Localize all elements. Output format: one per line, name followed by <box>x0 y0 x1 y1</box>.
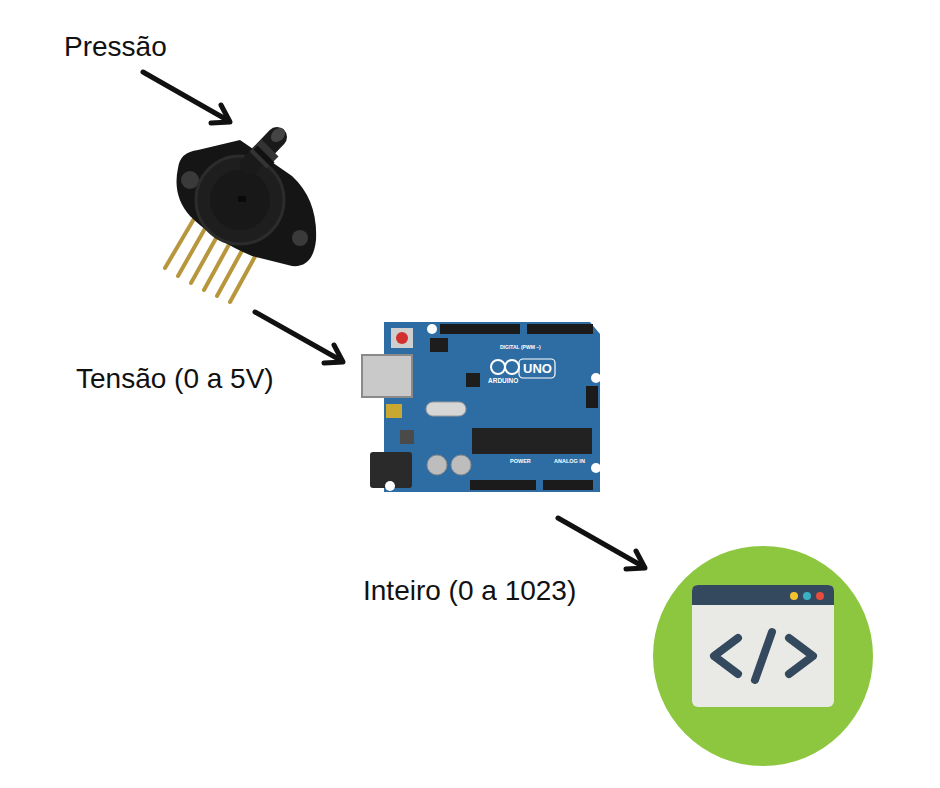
input-label: Pressão <box>64 30 167 64</box>
board-brand: ARDUINO <box>488 377 518 385</box>
header-label: DIGITAL (PWM ~) <box>500 344 541 350</box>
arduino-board <box>362 322 601 492</box>
pressure-sensor <box>165 125 316 302</box>
board-model: UNO <box>523 361 552 377</box>
header-label: ANALOG IN <box>554 458 585 465</box>
code-icon <box>653 546 873 766</box>
header-label: POWER <box>510 458 531 465</box>
flow-arrows <box>143 72 645 569</box>
signal-label: Tensão (0 a 5V) <box>76 362 274 396</box>
output-label: Inteiro (0 a 1023) <box>363 574 576 608</box>
